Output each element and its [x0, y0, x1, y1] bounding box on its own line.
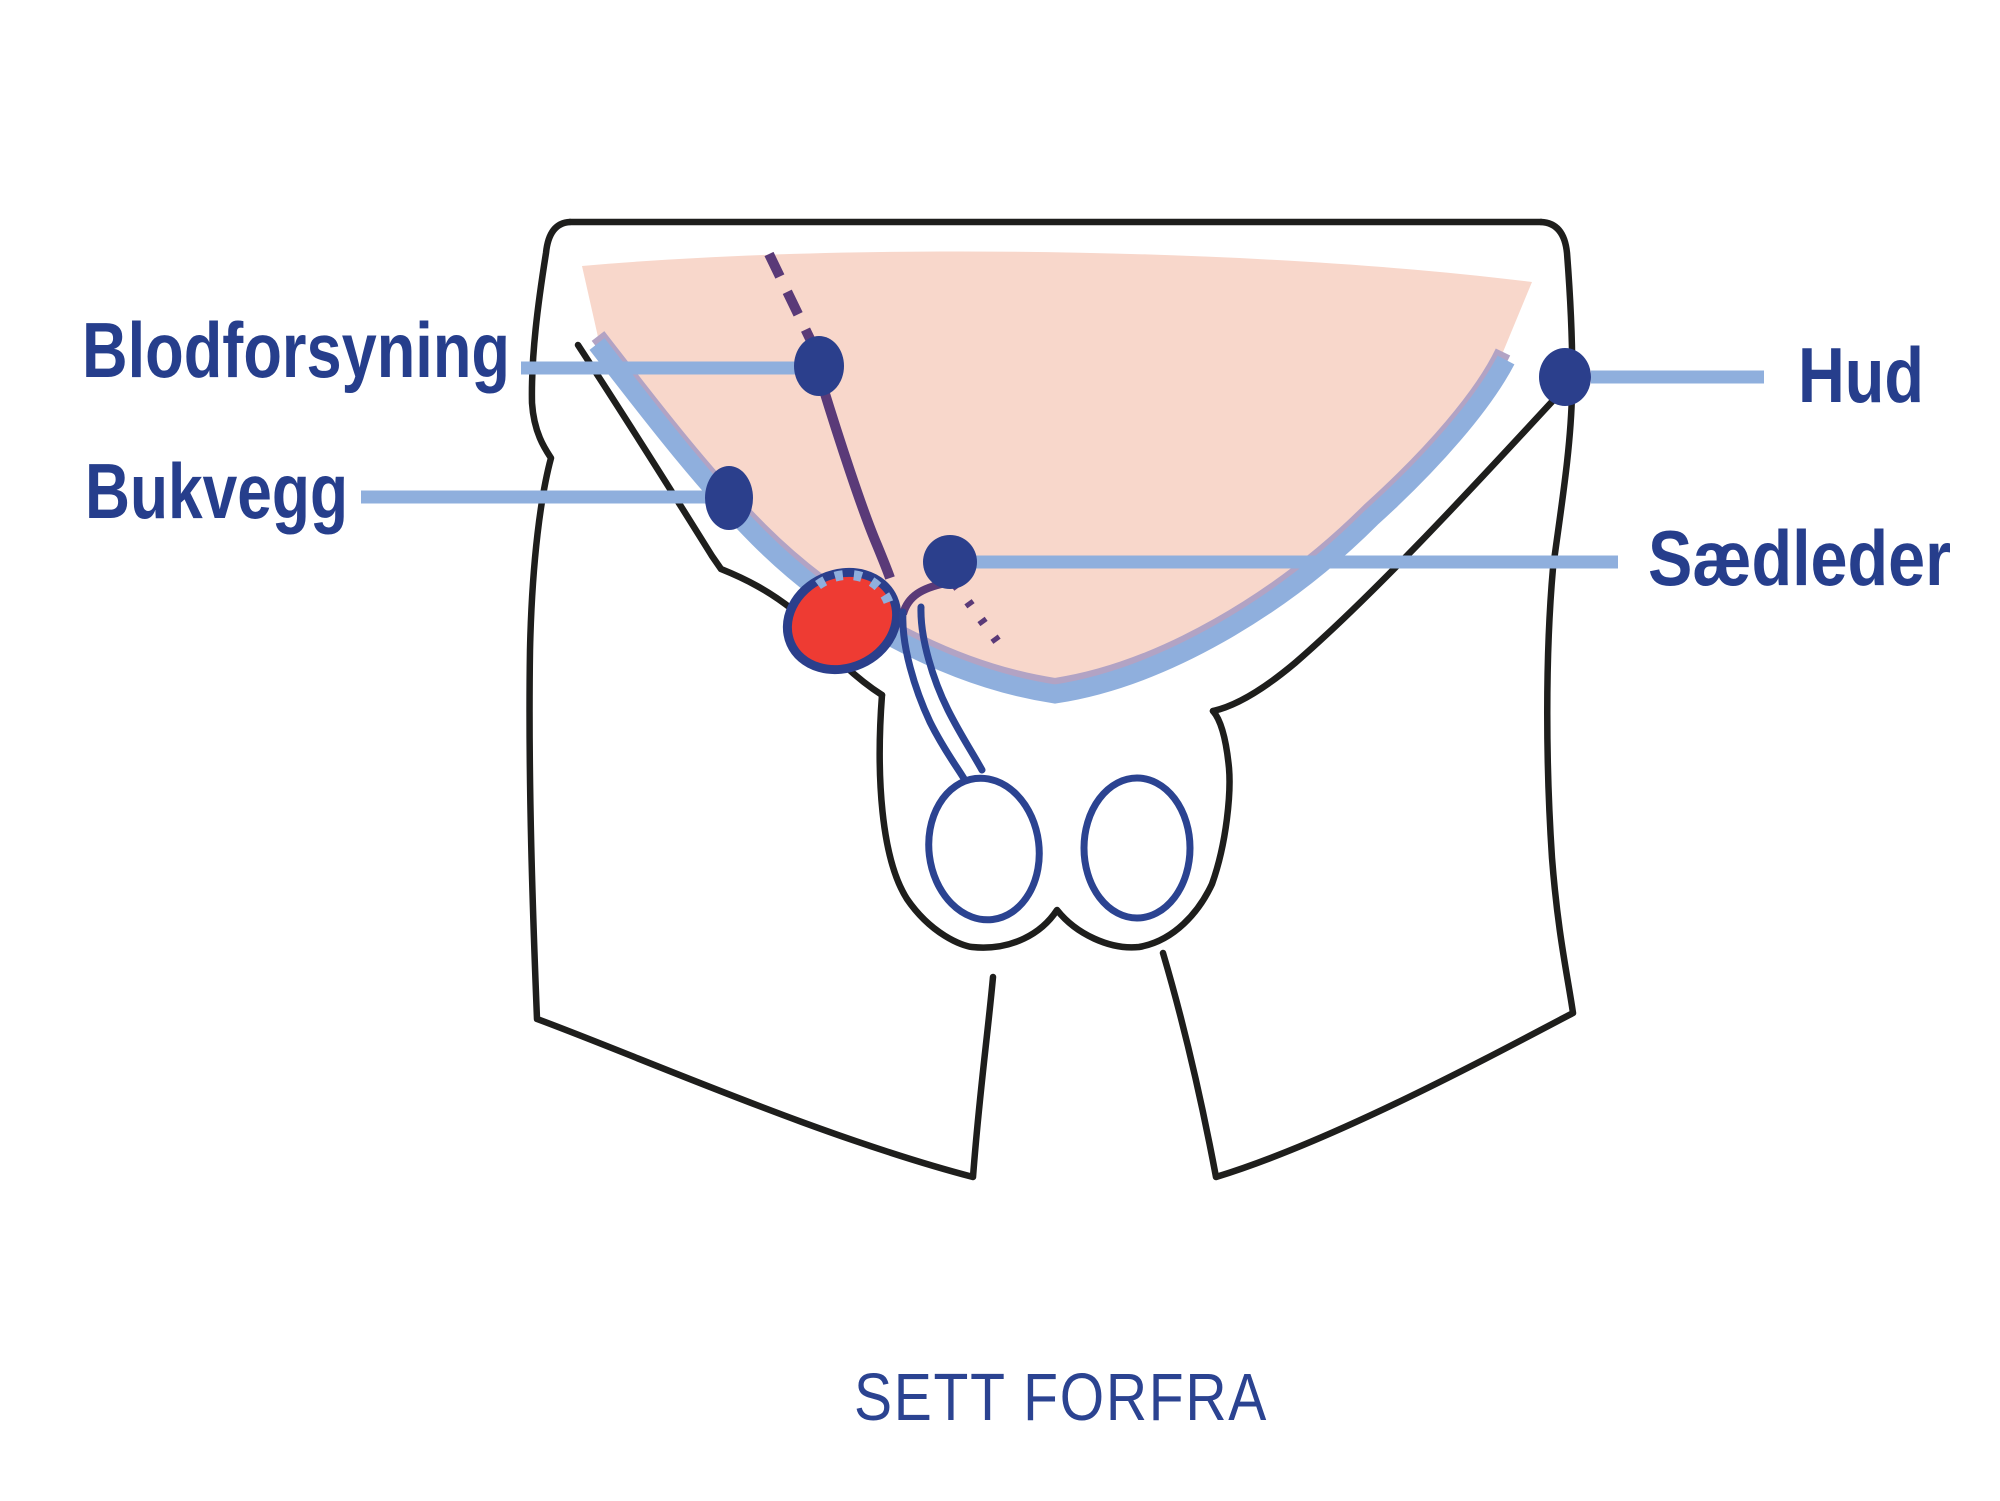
hud-marker-dot — [1539, 348, 1591, 406]
label-saedleder: Sædleder — [1648, 514, 1951, 602]
hernia-suture-marks — [815, 569, 895, 609]
leader-lines — [361, 361, 1764, 569]
vas-deferens-dotted — [951, 581, 1006, 651]
vessel-dashed-segment — [764, 251, 817, 346]
labels: Blodforsyning Bukvegg Hud Sædleder — [82, 306, 1951, 602]
saedleder-marker-dot — [923, 535, 977, 589]
blood-supply-vessel — [764, 251, 895, 580]
body-left-edge — [526, 218, 997, 1181]
cord-line-left — [899, 608, 970, 786]
marker-dots — [705, 336, 1591, 589]
scrotum-outline — [876, 691, 1233, 951]
blodforsyning-marker-dot — [794, 336, 844, 396]
left-testicle — [925, 774, 1043, 924]
cord-line-right — [917, 603, 986, 774]
right-testicle — [1080, 774, 1194, 922]
label-hud: Hud — [1798, 331, 1924, 419]
label-bukvegg: Bukvegg — [85, 447, 348, 535]
bukvegg-marker-dot — [705, 466, 753, 530]
view-caption: SETT FORFRA — [854, 1360, 1268, 1435]
hernia-bulge — [782, 567, 902, 675]
testicles — [925, 774, 1194, 924]
right-groin-crease — [1209, 388, 1565, 715]
label-blodforsyning: Blodforsyning — [82, 306, 510, 394]
vessel-solid-segment — [817, 382, 895, 580]
